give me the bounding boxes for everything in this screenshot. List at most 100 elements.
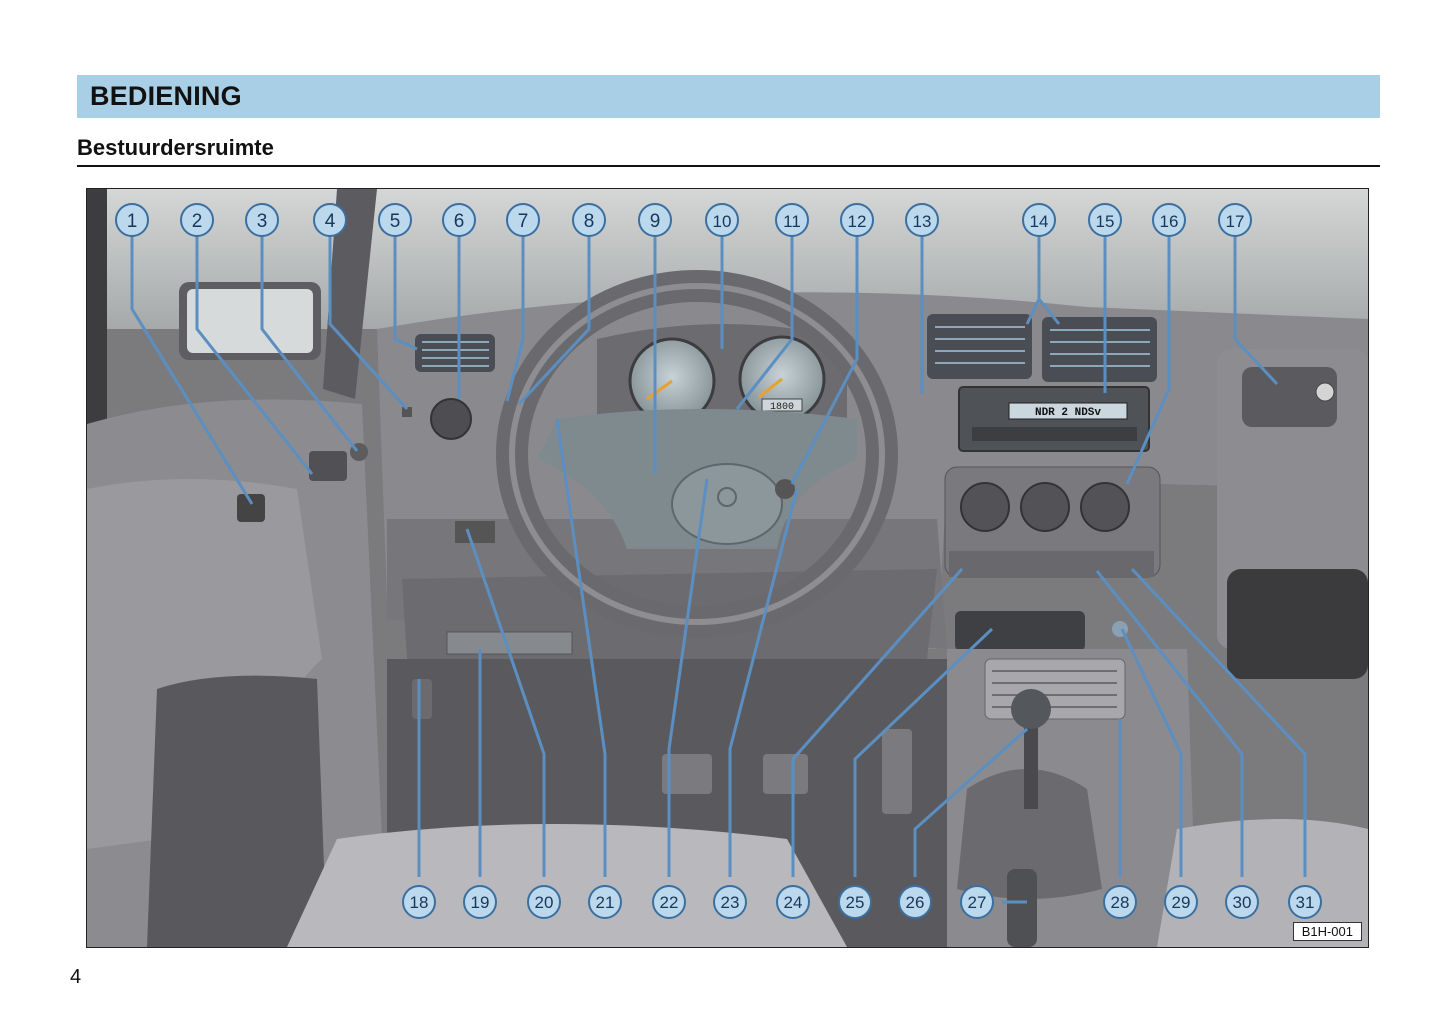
svg-text:22: 22 [660, 893, 679, 912]
dimmer-switch [402, 407, 412, 417]
callout-8: 8 [572, 203, 606, 237]
callout-10: 10 [705, 203, 739, 237]
callout-27: 27 [960, 885, 994, 919]
svg-text:27: 27 [968, 893, 987, 912]
callout-23: 23 [713, 885, 747, 919]
clutch-pedal [662, 754, 712, 794]
side-mirror-glass [187, 289, 313, 353]
svg-text:21: 21 [596, 893, 615, 912]
passenger-storage [1227, 569, 1368, 679]
svg-text:5: 5 [390, 211, 401, 232]
leader-lines-bottom [417, 418, 1307, 904]
ashtray-grille [984, 658, 1126, 720]
callout-3: 3 [245, 203, 279, 237]
door-pocket [147, 675, 327, 947]
callouts-top: 1 2 3 4 5 6 7 8 9 10 11 12 13 14 15 16 1… [115, 203, 1252, 237]
callout-20: 20 [527, 885, 561, 919]
radio-buttons [972, 427, 1137, 441]
figure-code: B1H-001 [1292, 922, 1362, 941]
callout-15: 15 [1088, 203, 1122, 237]
callout-30: 30 [1225, 885, 1259, 919]
callouts-bottom: 18 19 20 21 22 23 24 25 26 27 28 29 30 3… [402, 885, 1322, 919]
svg-text:23: 23 [721, 893, 740, 912]
svg-text:3: 3 [257, 211, 268, 232]
svg-text:31: 31 [1296, 893, 1315, 912]
svg-text:30: 30 [1233, 893, 1252, 912]
callout-21: 21 [588, 885, 622, 919]
callout-22: 22 [652, 885, 686, 919]
callout-6: 6 [442, 203, 476, 237]
callout-25: 25 [838, 885, 872, 919]
callout-16: 16 [1152, 203, 1186, 237]
leader-lines [130, 236, 1279, 505]
svg-text:18: 18 [410, 893, 429, 912]
gear-knob [1011, 689, 1051, 729]
svg-text:20: 20 [535, 893, 554, 912]
accelerator-pedal [882, 729, 912, 814]
center-air-vent-right [1042, 317, 1157, 382]
svg-text:11: 11 [783, 212, 801, 231]
svg-text:2: 2 [192, 211, 203, 232]
ignition-lock [775, 479, 795, 499]
section-title: BEDIENING [90, 81, 242, 111]
gear-stick [1024, 709, 1038, 809]
radio-display [1008, 402, 1128, 420]
glovebox-handle [1242, 367, 1337, 427]
door-handle [309, 451, 347, 481]
svg-text:6: 6 [454, 211, 465, 232]
vw-logo-icon [717, 487, 737, 507]
gear-boot [957, 769, 1102, 899]
brake-pedal [763, 754, 808, 794]
section-subtitle: Bestuurdersruimte [77, 135, 274, 160]
svg-text:16: 16 [1160, 212, 1179, 231]
temperature-knob [960, 482, 1010, 532]
svg-text:29: 29 [1172, 893, 1191, 912]
switch-row [949, 551, 1154, 577]
air-distribution-knob [1080, 482, 1130, 532]
center-air-vent-left [927, 314, 1032, 379]
bonnet-release [455, 521, 495, 543]
console-storage [955, 611, 1085, 651]
tachometer-needle [758, 377, 783, 399]
svg-text:19: 19 [471, 893, 490, 912]
window-switch [237, 494, 265, 522]
svg-text:26: 26 [906, 893, 925, 912]
svg-text:4: 4 [325, 211, 336, 232]
callout-13: 13 [905, 203, 939, 237]
glovebox-lock [1315, 382, 1335, 402]
a-pillar [323, 189, 377, 399]
steering-wheel-highlight [509, 283, 885, 625]
svg-text:13: 13 [913, 212, 932, 231]
svg-text:28: 28 [1111, 893, 1130, 912]
odometer-text: 1800 [770, 402, 794, 413]
callout-24: 24 [776, 885, 810, 919]
svg-text:9: 9 [650, 211, 661, 232]
odometer-box [761, 398, 803, 412]
bonnet-lever [412, 679, 432, 719]
callout-14: 14 [1022, 203, 1056, 237]
callout-12: 12 [840, 203, 874, 237]
svg-text:12: 12 [848, 212, 867, 231]
svg-text:14: 14 [1030, 212, 1049, 231]
radio-display-text: NDR 2 NDSv [1035, 407, 1101, 419]
section-header-bar: BEDIENING [77, 75, 1380, 118]
callout-19: 19 [463, 885, 497, 919]
page-number: 4 [70, 966, 82, 988]
svg-text:8: 8 [584, 211, 595, 232]
dashboard-svg: 1800 NDR 2 NDSv [87, 189, 1368, 947]
callout-17: 17 [1218, 203, 1252, 237]
callout-28: 28 [1103, 885, 1137, 919]
svg-text:7: 7 [518, 211, 529, 232]
fan-knob [1020, 482, 1070, 532]
door-armrest [87, 479, 322, 849]
svg-text:1: 1 [127, 211, 138, 232]
callout-29: 29 [1164, 885, 1198, 919]
svg-text:25: 25 [846, 893, 865, 912]
left-air-vent [415, 334, 495, 372]
callout-4: 4 [313, 203, 347, 237]
svg-text:17: 17 [1226, 212, 1245, 231]
light-switch-knob [430, 398, 472, 440]
svg-text:10: 10 [713, 212, 732, 231]
subtitle-rule [77, 165, 1380, 167]
speedometer-needle [646, 379, 673, 401]
